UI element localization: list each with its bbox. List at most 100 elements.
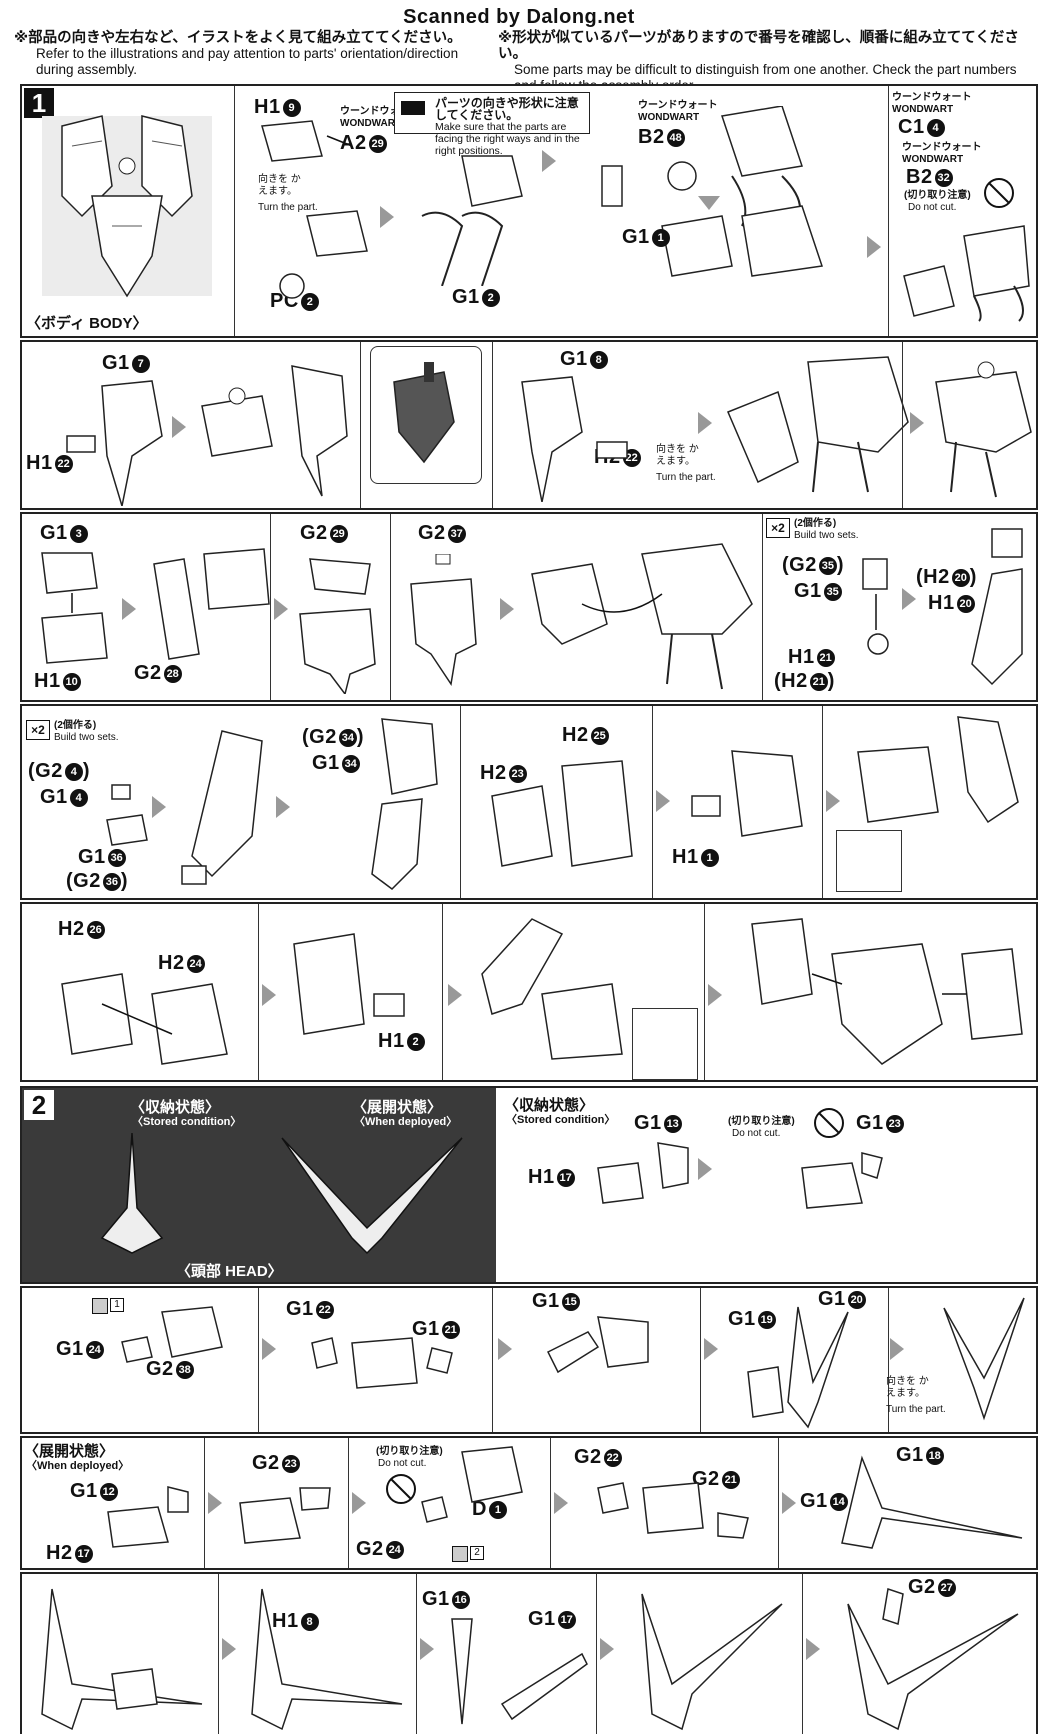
- part-illustration: [971, 528, 1023, 686]
- part-illustration: [251, 1588, 403, 1731]
- part-illustration: [727, 356, 909, 493]
- cut-warning-en: Do not cut.: [732, 1128, 781, 1139]
- step-arrow: [902, 588, 916, 610]
- divider: [704, 904, 705, 1080]
- part-illustration: [181, 730, 263, 885]
- part-illustration: [371, 718, 438, 890]
- part-illustration: [261, 120, 368, 299]
- wondwart-en: WONDWART: [902, 154, 964, 165]
- x2-badge: ×2: [26, 720, 50, 740]
- arrow-icon: [401, 101, 425, 115]
- divider: [888, 86, 889, 336]
- cut-warning-jp: (切り取り注意): [904, 190, 971, 201]
- cut-warning-en: Do not cut.: [378, 1458, 427, 1469]
- step-arrow: [910, 412, 924, 434]
- part-illustration: [121, 1306, 223, 1363]
- divider: [550, 1438, 551, 1568]
- cut-warning-en: Do not cut.: [908, 202, 957, 213]
- part-illustration: [421, 155, 523, 286]
- part-illustration: [641, 1593, 783, 1731]
- part-illustration: [481, 918, 623, 1060]
- part-illustration: [531, 543, 753, 690]
- part-illustration: [521, 376, 628, 502]
- part-illustration: [751, 918, 1023, 1065]
- divider: [652, 706, 653, 898]
- build-two-en: Build two sets.: [54, 732, 119, 743]
- head-deployed-illustration: [281, 1137, 463, 1255]
- divider: [204, 1438, 205, 1568]
- part-illustration: [597, 1482, 749, 1539]
- no-cut-icon: [386, 1474, 416, 1504]
- step-arrow: [782, 1492, 796, 1514]
- ref-number-1: 1: [110, 1298, 124, 1312]
- divider: [492, 1288, 493, 1432]
- part-illustration: [41, 552, 108, 664]
- head-stored-illustration: [100, 1132, 164, 1254]
- turn-note-en: Turn the part.: [886, 1404, 946, 1415]
- note-left-jp: ※部品の向きや左右など、イラストをよく見て組み立ててください。: [14, 30, 462, 46]
- ref-number-2: 2: [470, 1546, 484, 1560]
- wondwart-en: WONDWART: [892, 104, 954, 115]
- head-caption: 〈頭部 HEAD〉: [176, 1263, 283, 1280]
- x2-badge: ×2: [766, 518, 790, 538]
- build-two-jp: (2個作る): [794, 518, 837, 529]
- part-illustration: [153, 548, 270, 660]
- divider: [596, 1574, 597, 1734]
- note-right-jp: ※形状が似ているパーツがありますので番号を確認し、順番に組み立ててください。: [498, 30, 1019, 62]
- part-illustration: [106, 784, 148, 846]
- note-orientation: ※部品の向きや左右など、イラストをよく見て組み立ててください。 Refer to…: [14, 30, 484, 78]
- part-illustration: [41, 1588, 203, 1731]
- part-illustration: [311, 1337, 453, 1389]
- cut-warning-jp: (切り取り注意): [728, 1116, 795, 1127]
- part-illustration: [801, 1152, 883, 1209]
- divider: [700, 1288, 701, 1432]
- turn-note-jp: 向きを かえます。: [656, 444, 699, 467]
- build-two-jp: (2個作る): [54, 720, 97, 731]
- turn-note-jp: 向きを かえます。: [886, 1376, 929, 1399]
- step-arrow: [698, 412, 712, 434]
- part-illustration: [747, 1306, 849, 1429]
- part-illustration: [841, 1455, 1023, 1549]
- orient-notice-en: Make sure that the parts are facing the …: [435, 121, 580, 157]
- step2-top: 2 〈収納状態〉 〈Stored condition〉 〈展開状態〉 〈When…: [20, 1086, 1038, 1284]
- part-illustration: [201, 365, 348, 497]
- divider: [778, 1438, 779, 1568]
- step-arrow: [222, 1638, 236, 1660]
- body-reference-illustration: [42, 115, 212, 298]
- step-number-2: 2: [24, 1090, 54, 1120]
- part-illustration: [107, 1486, 189, 1548]
- divider: [460, 706, 461, 898]
- stored-caption-jp-2: 〈収納状態〉: [504, 1097, 595, 1114]
- part-illustration: [862, 558, 889, 655]
- divider: [762, 514, 763, 700]
- part-illustration: [691, 750, 803, 837]
- scan-credit: Scanned by Dalong.net: [403, 6, 635, 28]
